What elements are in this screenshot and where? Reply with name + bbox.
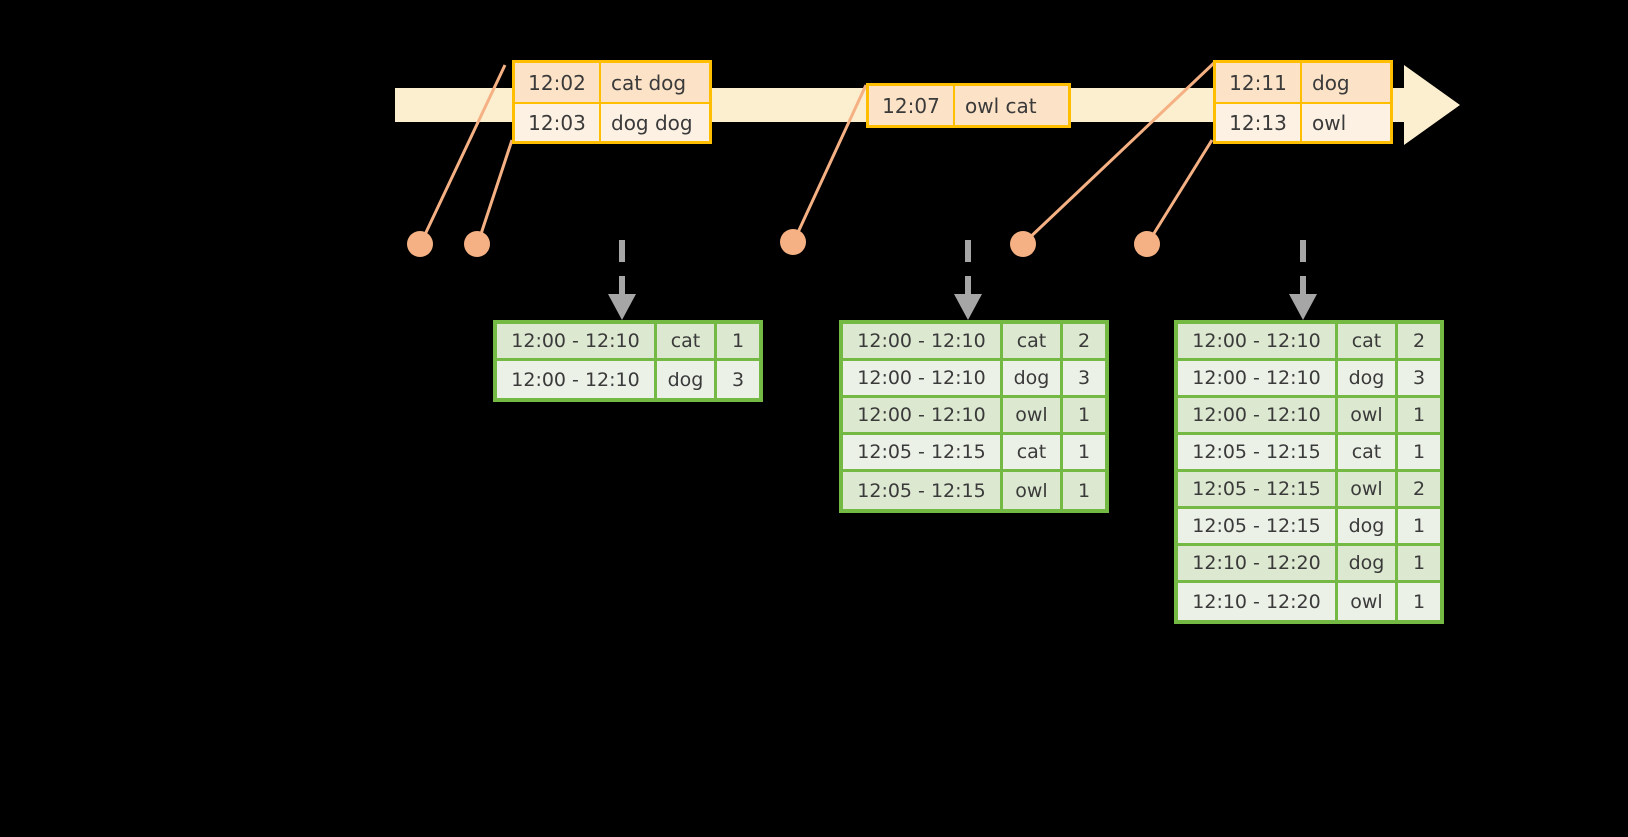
event-words: dog dog — [611, 110, 693, 135]
event-time: 12:02 — [515, 63, 601, 102]
event-group-2[interactable]: 12:07 owl cat — [866, 83, 1071, 128]
result-count-cell: 1 — [1063, 398, 1105, 435]
event-origin-dot-5 — [1134, 231, 1160, 257]
event-words: dog — [1312, 70, 1350, 95]
result-count-cell: 2 — [1063, 324, 1105, 361]
result-window-cell: 12:00 - 12:10 — [1178, 361, 1338, 398]
result-count-cell: 3 — [1063, 361, 1105, 398]
event-row[interactable]: 12:07 owl cat — [869, 86, 1068, 125]
arrow-head-2 — [954, 294, 982, 320]
result-word-cell: owl — [1003, 472, 1063, 509]
result-word-cell: cat — [1338, 324, 1398, 361]
result-count-cell: 1 — [1398, 398, 1440, 435]
connector-line-2 — [476, 139, 514, 244]
connector-line-5 — [1146, 139, 1214, 244]
dashed-arrows — [619, 240, 1306, 295]
result-count-cell: 1 — [1398, 546, 1440, 583]
connector-line-3 — [792, 84, 868, 242]
result-word-cell: dog — [1003, 361, 1063, 398]
result-count-cell: 3 — [731, 368, 745, 391]
event-time: 12:11 — [1216, 63, 1302, 102]
event-origin-dot-3 — [780, 229, 806, 255]
event-origin-dot-1 — [407, 231, 433, 257]
result-window-cell: 12:00 - 12:10 — [1178, 398, 1338, 435]
result-count-cell: 1 — [1398, 435, 1440, 472]
event-time: 12:07 — [869, 86, 955, 125]
event-time: 12:13 — [1216, 104, 1302, 141]
result-window-cell: 12:10 - 12:20 — [1178, 583, 1338, 620]
event-row[interactable]: 12:13 owl — [1216, 102, 1390, 141]
event-row[interactable]: 12:02 cat dog — [515, 63, 709, 102]
result-window-cell: 12:05 - 12:15 — [1178, 509, 1338, 546]
event-origin-dot-4 — [1010, 231, 1036, 257]
result-word-cell: cat — [1003, 435, 1063, 472]
result-window-cell: 12:00 - 12:10 — [843, 361, 1003, 398]
result-window-cell: 12:00 - 12:10 — [1178, 324, 1338, 361]
event-row[interactable]: 12:11 dog — [1216, 63, 1390, 102]
result-count-cell: 1 — [1412, 590, 1426, 613]
event-group-3[interactable]: 12:11 dog 12:13 owl — [1213, 60, 1393, 144]
result-word-cell: cat — [657, 324, 717, 361]
event-time: 12:03 — [515, 104, 601, 141]
event-words: owl cat — [965, 93, 1037, 118]
result-word-cell: dog — [657, 361, 717, 398]
arrow-head-1 — [608, 294, 636, 320]
result-word-cell: owl — [1338, 398, 1398, 435]
result-word-cell: cat — [1003, 324, 1063, 361]
connector-line-1 — [419, 64, 507, 244]
result-count-cell: 2 — [1398, 324, 1440, 361]
result-window-cell: 12:10 - 12:20 — [1178, 546, 1338, 583]
result-window-cell: 12:05 - 12:15 — [843, 472, 1003, 509]
result-window-cell: 12:05 - 12:15 — [1178, 472, 1338, 509]
event-words: cat dog — [611, 70, 687, 95]
result-word-cell: dog — [1338, 546, 1398, 583]
result-window-cell: 12:00 - 12:10 — [497, 361, 657, 398]
result-word-cell: cat — [1338, 435, 1398, 472]
result-count-cell: 2 — [1398, 472, 1440, 509]
event-origin-dot-2 — [464, 231, 490, 257]
result-window-cell: 12:05 - 12:15 — [843, 435, 1003, 472]
result-count-cell: 1 — [1077, 479, 1091, 502]
result-word-cell: owl — [1003, 398, 1063, 435]
result-word-cell: owl — [1338, 472, 1398, 509]
result-window-cell: 12:05 - 12:15 — [1178, 435, 1338, 472]
event-row[interactable]: 12:03 dog dog — [515, 102, 709, 141]
result-count-cell: 1 — [1398, 509, 1440, 546]
result-count-cell: 1 — [717, 324, 759, 361]
result-word-cell: dog — [1338, 509, 1398, 546]
result-window-cell: 12:00 - 12:10 — [843, 324, 1003, 361]
dashed-arrow-heads — [608, 294, 1317, 320]
result-window-cell: 12:00 - 12:10 — [843, 398, 1003, 435]
arrow-head-3 — [1289, 294, 1317, 320]
result-word-cell: owl — [1338, 583, 1398, 620]
result-count-cell: 1 — [1063, 435, 1105, 472]
result-window-cell: 12:00 - 12:10 — [497, 324, 657, 361]
result-word-cell: dog — [1338, 361, 1398, 398]
event-words: owl — [1312, 110, 1347, 135]
result-count-cell: 3 — [1398, 361, 1440, 398]
event-group-1[interactable]: 12:02 cat dog 12:03 dog dog — [512, 60, 712, 144]
